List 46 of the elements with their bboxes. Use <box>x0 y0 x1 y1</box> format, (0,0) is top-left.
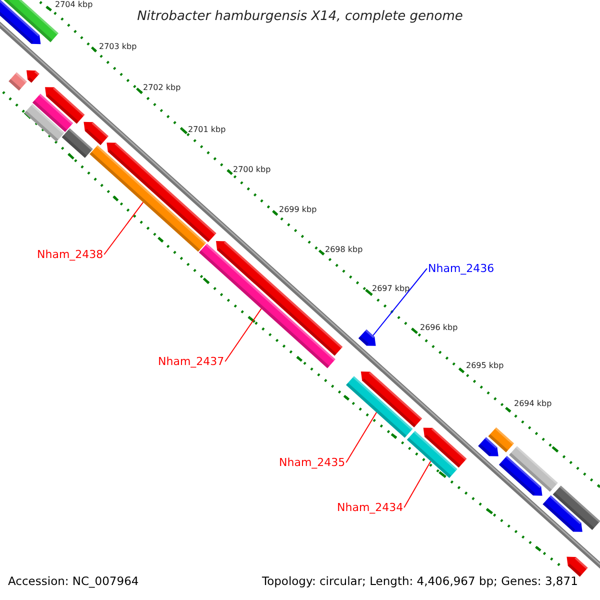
gene-segment <box>24 104 64 142</box>
gene-segment <box>8 72 27 91</box>
gene-segment <box>488 427 514 452</box>
gene-segment <box>26 70 40 83</box>
gene-segment <box>106 142 216 242</box>
gene-label: Nham_2435 <box>279 456 346 469</box>
gene-segment <box>62 128 93 158</box>
leader-line <box>104 202 144 255</box>
tick-label: 2700 kbp <box>233 165 271 175</box>
gene-segment <box>509 446 558 492</box>
gene-segment <box>552 486 600 530</box>
gene-segment <box>406 430 458 478</box>
gene-segment <box>216 241 343 356</box>
tick-label: 2698 kbp <box>325 245 363 255</box>
gene-segment <box>358 329 376 346</box>
leader-line <box>404 460 432 508</box>
tick-label: 2694 kbp <box>514 399 552 409</box>
tick-label: 2699 kbp <box>279 205 317 215</box>
leader-line <box>224 308 262 362</box>
gene-segment <box>360 372 422 428</box>
tick-label: 2697 kbp <box>372 284 410 294</box>
leader-line <box>346 412 377 463</box>
gene-segment <box>84 122 108 146</box>
gene-segment <box>0 0 41 44</box>
gene-label: Nham_2437 <box>158 355 224 368</box>
footer-text: Accession: NC_007964 <box>8 574 139 588</box>
title: Nitrobacter hamburgensis X14, complete genome <box>136 9 464 24</box>
tick-label: 2702 kbp <box>143 83 181 93</box>
gene-segment <box>498 456 542 496</box>
tick-label: 2696 kbp <box>420 323 458 333</box>
tick-label: 2695 kbp <box>466 361 504 371</box>
gene-segment <box>32 94 74 132</box>
gene-segment <box>45 87 85 124</box>
gene-segment <box>346 376 413 438</box>
tick-label: 2704 kbp <box>55 0 93 10</box>
gene-label: Nham_2436 <box>428 262 494 275</box>
gene-segment <box>423 428 467 468</box>
gene-segment <box>542 495 582 532</box>
tick-label: 2703 kbp <box>99 42 137 52</box>
leader-line <box>372 268 428 336</box>
gene-segment <box>566 556 588 577</box>
gene-label: Nham_2438 <box>37 248 104 261</box>
gene-segment <box>478 437 498 456</box>
gene-label: Nham_2434 <box>337 501 404 514</box>
footer-text: Topology: circular; Length: 4,406,967 bp; Genes: 3,871 <box>262 574 578 588</box>
tick-label: 2701 kbp <box>188 125 226 135</box>
